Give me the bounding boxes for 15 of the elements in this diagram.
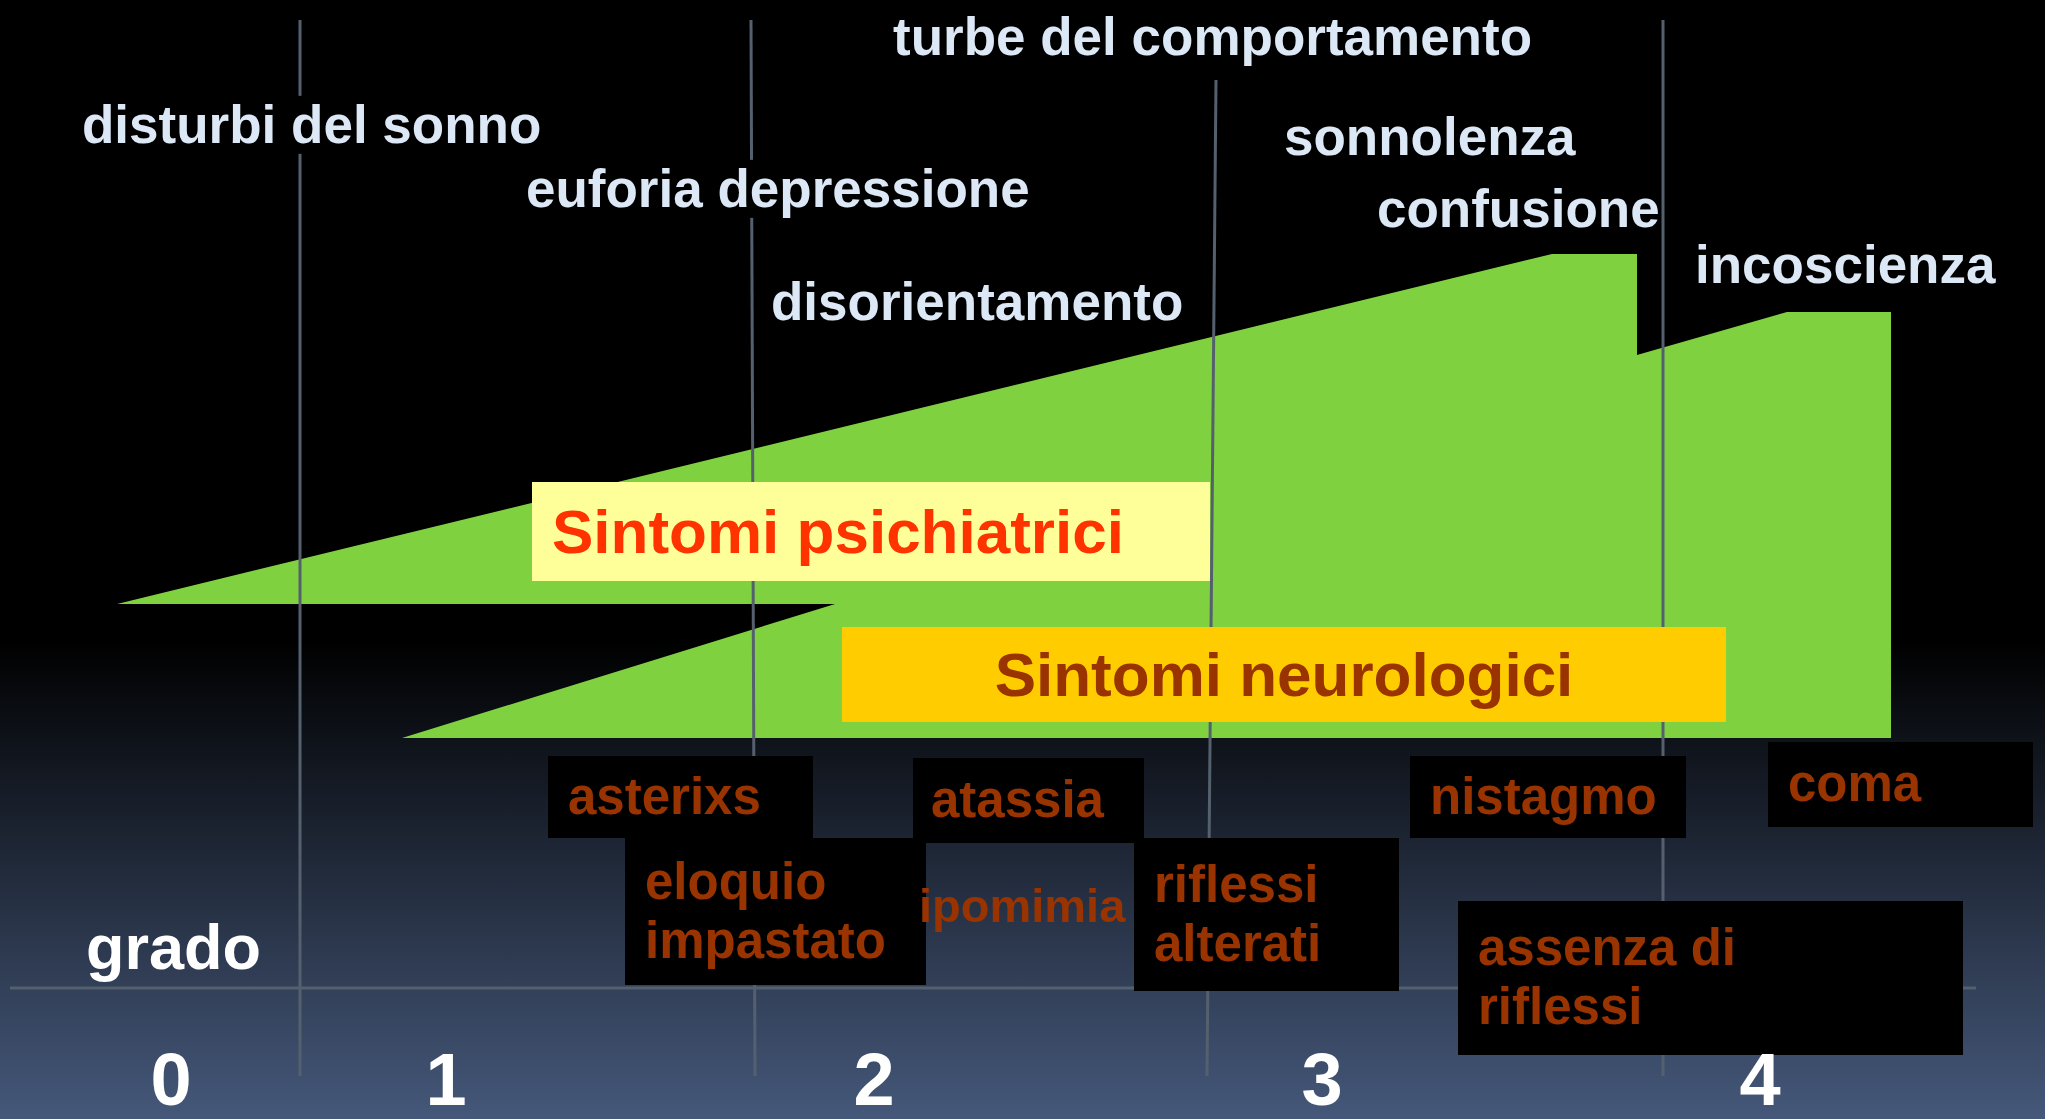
symptom-box: riflessi alterati [1134,838,1399,991]
axis-title: grado [86,913,261,983]
category-box: Sintomi psichiatrici [532,482,1210,581]
symptom-label: disturbi del sonno [82,95,542,155]
symptom-box: atassia [913,758,1144,843]
grade-number: 3 [1301,1039,1343,1119]
category-box: Sintomi neurologici [842,627,1726,722]
grade-number: 2 [853,1039,895,1119]
symptom-box: asterixs [548,756,813,838]
symptom-box: nistagmo [1410,756,1686,838]
grade-number: 0 [150,1039,192,1119]
symptom-box: assenza di riflessi [1458,901,1963,1055]
symptom-box: coma [1768,742,2033,827]
grade-number: 1 [425,1039,467,1119]
symptom-label: euforia depressione [526,159,1030,219]
